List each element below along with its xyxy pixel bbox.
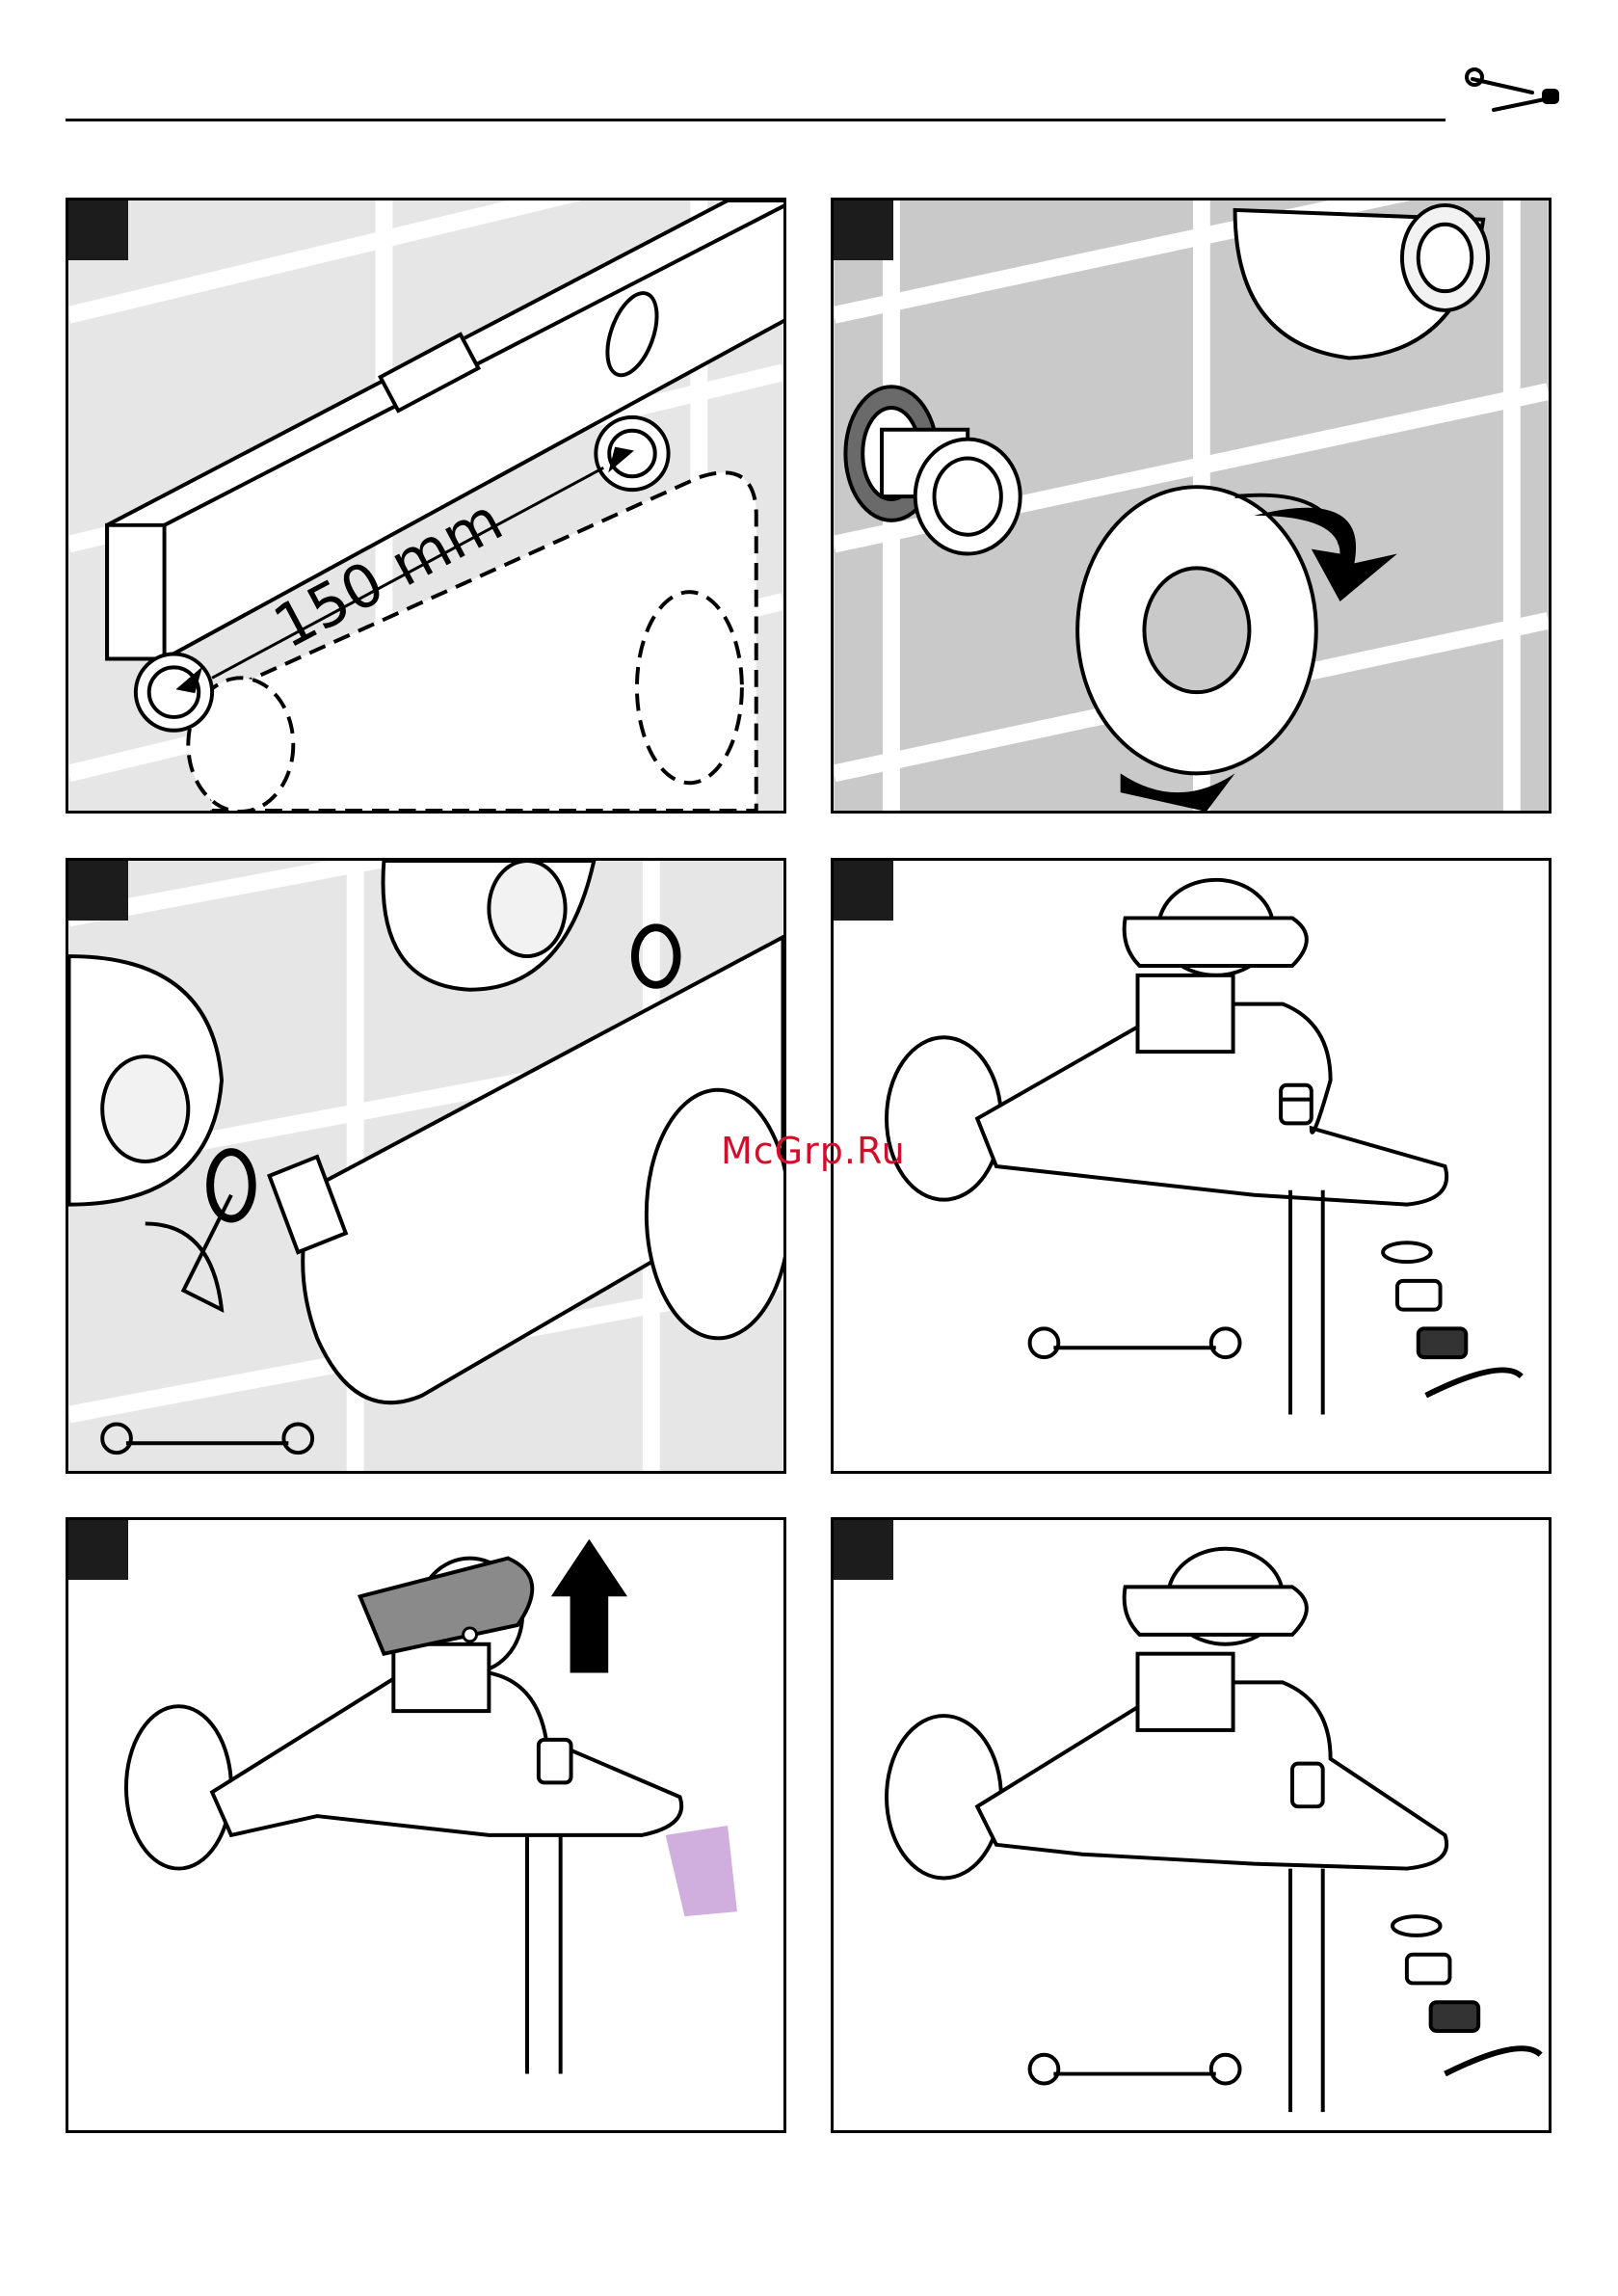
step-panel-3 (66, 858, 786, 1474)
step-number-badge (68, 861, 128, 921)
step-number-badge (834, 200, 893, 260)
watermark: McGrp.Ru (721, 1130, 906, 1172)
step-panel-5 (66, 1517, 786, 2133)
wrench-icon (1030, 2055, 1240, 2084)
header-rule (66, 119, 1446, 121)
aerator-parts (1383, 1242, 1522, 1395)
escutcheon-mounting-illustration (834, 200, 1549, 811)
mixer-attachment-illustration (68, 861, 783, 1471)
level-measurement-illustration: 150 mm (68, 200, 783, 811)
handle-lift-illustration (68, 1520, 783, 2130)
aerator-install-illustration (834, 861, 1549, 1471)
step-number-badge (68, 1520, 128, 1580)
step-number-badge (68, 200, 128, 260)
step-panel-2 (831, 198, 1552, 814)
step-number-badge (834, 861, 893, 921)
step-panel-1: 150 mm (66, 198, 786, 814)
wrench-screwdriver-icon (1465, 60, 1561, 127)
aerator-remove-illustration (834, 1520, 1549, 2130)
step-panel-6 (831, 1517, 1552, 2133)
step-panel-4 (831, 858, 1552, 1474)
aerator-parts (1393, 1916, 1541, 2073)
step-number-badge (834, 1520, 893, 1580)
wrench-icon (1030, 1328, 1240, 1357)
